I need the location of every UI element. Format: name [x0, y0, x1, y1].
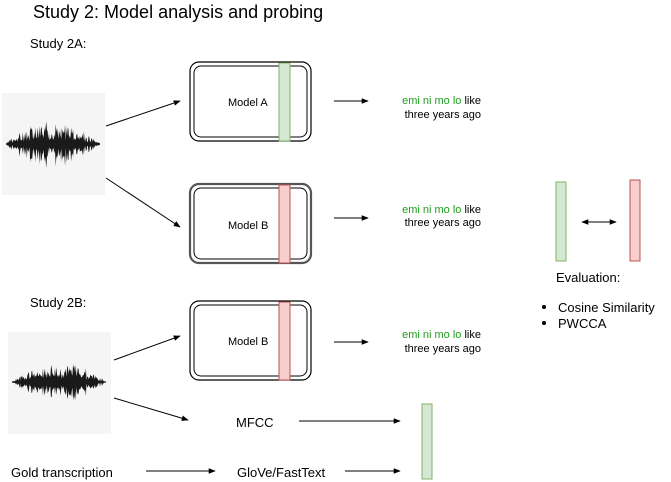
arrow-waveform-to-model-a: [105, 100, 181, 127]
model-a-label: Model A: [228, 97, 268, 109]
model-a-output-line1: emi ni mo lo like: [402, 95, 481, 107]
evaluation-bullet-2: [542, 321, 546, 325]
model-b-2b-output-line1: emi ni mo lo like: [402, 329, 481, 341]
evaluation-bullet-1: [542, 305, 546, 309]
model-b-2b-label: Model B: [228, 336, 268, 348]
model-b-2b-output-line2: three years ago: [405, 343, 481, 355]
model-b-2a-embedding-bar: [278, 184, 291, 264]
model-a-box: Model A: [189, 61, 312, 142]
study-2b-label: Study 2B:: [30, 295, 86, 310]
gold-transcription-label: Gold transcription: [11, 465, 113, 480]
evaluation-item-2: PWCCA: [558, 316, 607, 331]
evaluation-label: Evaluation:: [556, 270, 620, 285]
waveform-2a: [2, 93, 105, 195]
model-a-embedding-bar: [278, 62, 291, 142]
model-b-2b-embedding-bar: [278, 301, 291, 381]
waveform-2b: [8, 332, 111, 434]
model-b-2a-box-inner: [193, 187, 308, 260]
model-b-2a-label: Model B: [228, 220, 268, 232]
model-a-output-highlight: emi ni mo lo: [402, 95, 461, 107]
evaluation-green-bar: [555, 181, 567, 262]
model-a-output-rest: like: [464, 95, 481, 107]
model-b-2a-output-line2: three years ago: [405, 217, 481, 229]
baseline-embedding-bar: [421, 403, 433, 480]
model-b-2a-output-line1: emi ni mo lo like: [402, 204, 481, 216]
model-b-2b-output-rest: like: [464, 329, 481, 341]
model-b-2b-output-highlight: emi ni mo lo: [402, 329, 461, 341]
study-2a-label: Study 2A:: [30, 36, 86, 51]
arrow-waveform-to-model-b: [105, 177, 181, 228]
model-a-box-inner: [193, 65, 308, 138]
model-b-box-2a: Model B: [188, 182, 313, 265]
model-b-2a-output-text: emi ni mo lo like three years ago: [402, 204, 481, 229]
model-a-output-text: emi ni mo lo like three years ago: [402, 95, 481, 121]
diagram-title: Study 2: Model analysis and probing: [33, 2, 323, 22]
model-b-2a-output-rest: like: [464, 204, 481, 216]
model-b-2b-output-text: emi ni mo lo like three years ago: [402, 329, 481, 355]
arrow-waveform-2b-to-mfcc: [113, 397, 189, 421]
model-b-2a-output-highlight: emi ni mo lo: [402, 204, 461, 216]
evaluation-red-bar: [629, 179, 641, 262]
waveform-2b-shape: [12, 364, 106, 401]
waveform-2a-shape: [6, 121, 100, 168]
arrow-waveform-2b-to-model-b: [113, 335, 181, 361]
glove-fasttext-label: GloVe/FastText: [237, 465, 326, 480]
model-b-box-2b: Model B: [189, 300, 312, 381]
model-b-2b-box-inner: [193, 304, 308, 377]
evaluation-panel: Evaluation: Cosine Similarity PWCCA: [542, 179, 655, 331]
evaluation-item-1: Cosine Similarity: [558, 300, 655, 315]
mfcc-label: MFCC: [236, 415, 274, 430]
model-a-output-line2: three years ago: [405, 109, 481, 121]
